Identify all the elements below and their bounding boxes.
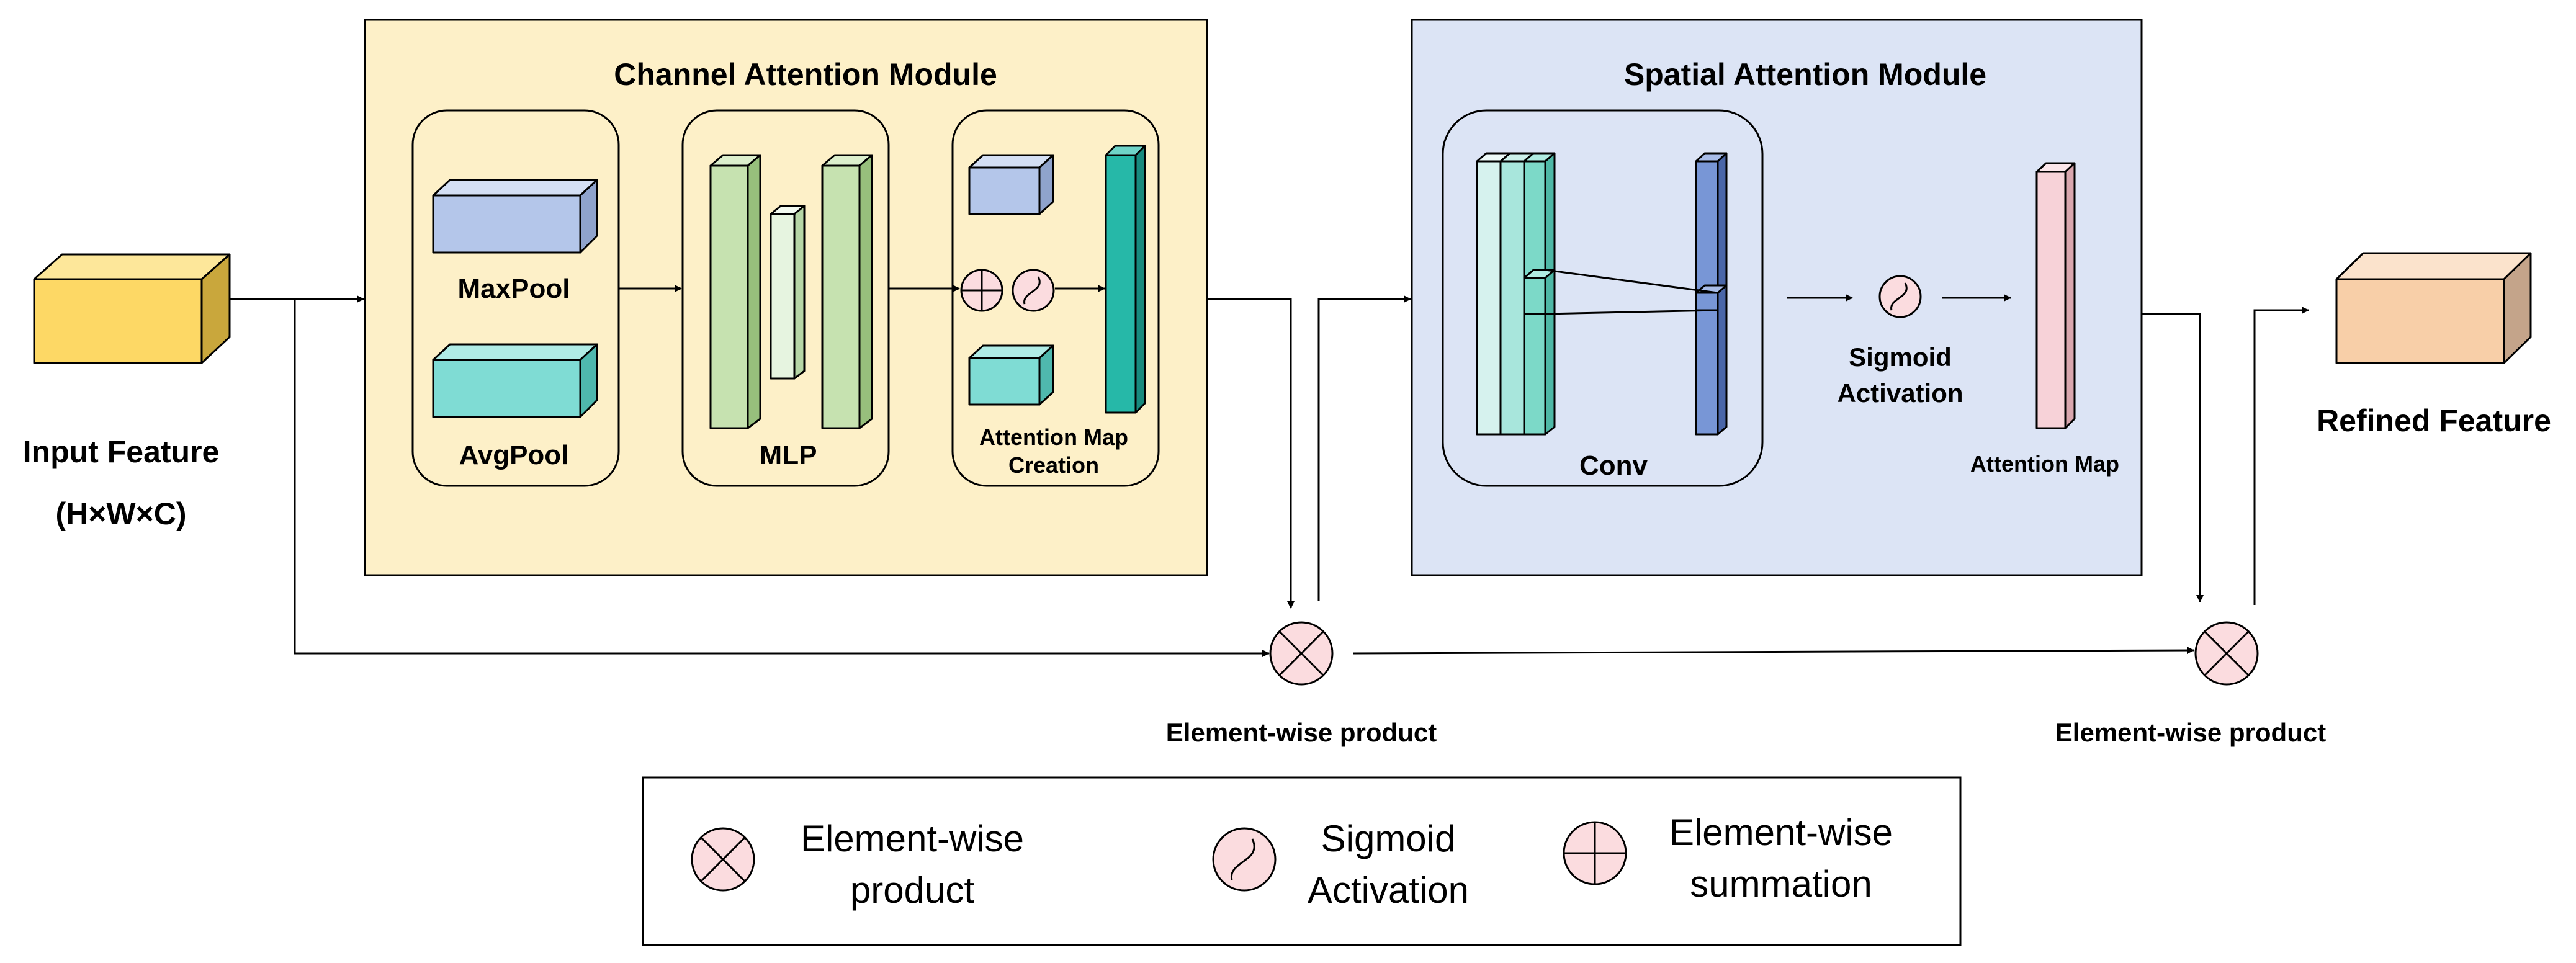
channel-attention-map — [1105, 145, 1146, 414]
channel-summation-symbol — [960, 269, 1003, 312]
product1-to-product2-arrow — [1352, 647, 2194, 655]
input-feature-cube — [33, 253, 231, 364]
product-operator-1 — [1269, 621, 1334, 686]
channel-to-product-arrow — [1207, 298, 1295, 609]
conv-projection-line-top — [1545, 269, 1718, 294]
product-operator-2 — [2194, 621, 2259, 686]
product-to-output-arrow — [2253, 307, 2309, 605]
legend-product-symbol — [691, 827, 755, 892]
spatial-sigmoid-label-1: Sigmoid — [1849, 343, 1952, 372]
maxpool-label: MaxPool — [458, 274, 570, 304]
attention-map-inputs — [968, 154, 1054, 406]
conv-input-stack — [1476, 152, 1556, 436]
mlp-group-box — [681, 109, 890, 487]
pool-group-box — [411, 109, 620, 487]
product-to-spatial-arrow — [1317, 295, 1411, 601]
legend-sigmoid-label-2: Activation — [1308, 869, 1469, 911]
attention-map-creation-box — [951, 109, 1160, 487]
legend-product-label-2: product — [850, 869, 974, 911]
connectors — [230, 285, 2309, 657]
product-label-1: Element-wise product — [1166, 718, 1437, 747]
legend-box — [642, 776, 1962, 946]
avgpool-label: AvgPool — [459, 440, 569, 470]
spatial-sigmoid-symbol — [1878, 275, 1922, 318]
avgpool-block — [432, 343, 598, 418]
input-feature-dims: (H×W×C) — [55, 496, 186, 531]
legend-product-label-1: Element-wise — [801, 818, 1024, 859]
input-skip-arrow — [294, 299, 1270, 657]
refined-feature-title: Refined Feature — [2317, 403, 2551, 438]
spatial-sigmoid-label-2: Activation — [1837, 378, 1963, 408]
conv-group-box — [1442, 109, 1764, 487]
input-feature-title: Input Feature — [23, 434, 220, 469]
spatial-module-title: Spatial Attention Module — [1624, 57, 1986, 92]
conv-output-map — [1695, 152, 1728, 436]
spatial-to-product-arrow — [2142, 313, 2204, 602]
conv-label: Conv — [1579, 450, 1648, 481]
legend-sigmoid-label-1: Sigmoid — [1321, 818, 1456, 859]
attention-map-creation-label-2: Creation — [1008, 452, 1099, 478]
conv-projection-line-bottom — [1545, 309, 1718, 315]
legend-summation-symbol — [1563, 821, 1627, 885]
mlp-layers — [709, 154, 873, 429]
product-label-2: Element-wise product — [2055, 718, 2326, 747]
spatial-attention-map-label: Attention Map — [1970, 451, 2119, 477]
attention-map-creation-label-1: Attention Map — [979, 424, 1128, 450]
mlp-label: MLP — [760, 440, 817, 470]
legend-sigmoid-symbol — [1212, 827, 1277, 892]
channel-sigmoid-symbol — [1012, 269, 1055, 312]
refined-feature-cube — [2335, 252, 2532, 364]
legend-summation-label-2: summation — [1690, 863, 1872, 905]
channel-module-title: Channel Attention Module — [614, 57, 997, 92]
legend-summation-label-1: Element-wise — [1669, 812, 1893, 853]
maxpool-block — [432, 179, 598, 254]
spatial-attention-map — [2035, 162, 2076, 429]
